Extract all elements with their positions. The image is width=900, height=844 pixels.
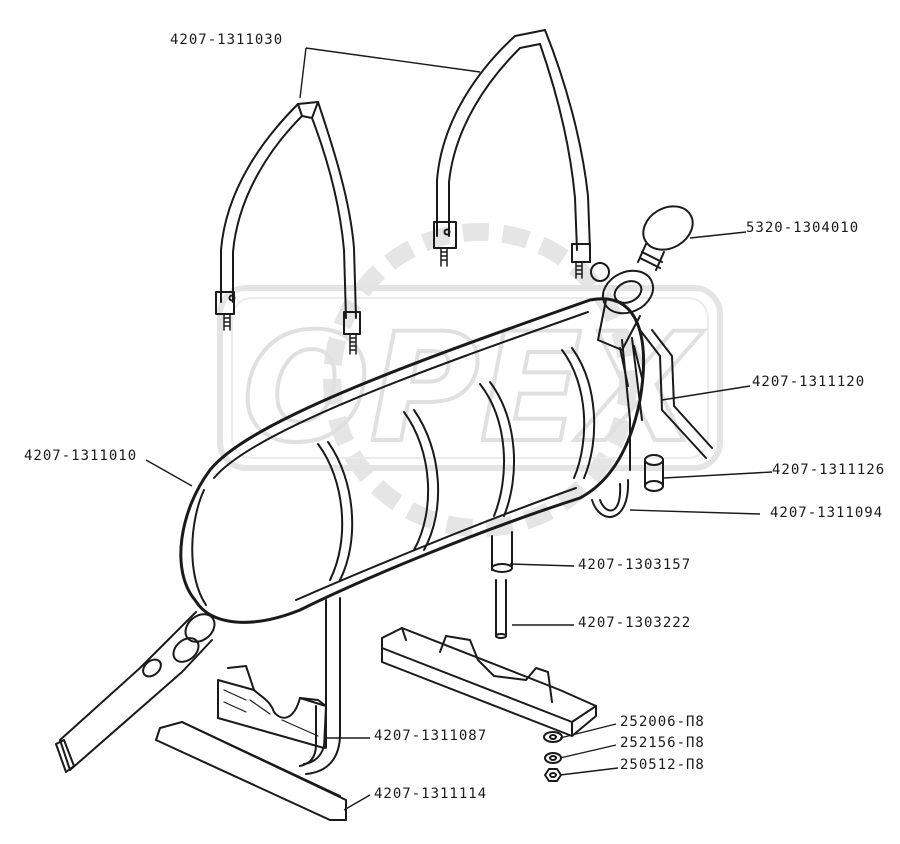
label-sleeve: 4207-1311126	[772, 462, 886, 478]
label-nut: 250512-П8	[620, 757, 705, 773]
strap-right	[433, 29, 591, 279]
label-washer-spring: 252156-П8	[620, 735, 705, 751]
filler-cap	[637, 205, 694, 271]
label-cap: 5320-1304010	[746, 220, 860, 236]
watermark: OPEX	[217, 223, 723, 537]
label-base-strip: 4207-1311114	[374, 786, 488, 802]
lower-hose	[303, 597, 341, 775]
base-strip-part	[155, 721, 347, 821]
label-bracket-left: 4207-1311087	[374, 728, 488, 744]
fasteners	[543, 731, 563, 782]
drain-parts	[491, 531, 513, 639]
watermark-text: OPEX	[242, 302, 704, 476]
label-washer-flat: 252006-П8	[620, 714, 705, 730]
vent-tube	[621, 329, 713, 471]
strap-left	[215, 101, 361, 355]
label-hose-clamp: 4207-1311094	[770, 505, 884, 521]
label-tank: 4207-1311010	[24, 448, 138, 464]
label-strap-pair: 4207-1311030	[170, 32, 284, 48]
hose-loop	[591, 479, 630, 518]
label-rubber-sleeve: 4207-1303157	[578, 557, 692, 573]
outlet-pipe	[55, 611, 216, 773]
tank-body	[179, 297, 645, 624]
leader-lines	[145, 47, 773, 811]
sleeve-part	[644, 454, 664, 492]
label-drain-tube: 4207-1303222	[578, 615, 692, 631]
bracket-right-part	[381, 627, 597, 737]
bracket-left-part	[217, 665, 327, 767]
label-tube-right: 4207-1311120	[752, 374, 866, 390]
